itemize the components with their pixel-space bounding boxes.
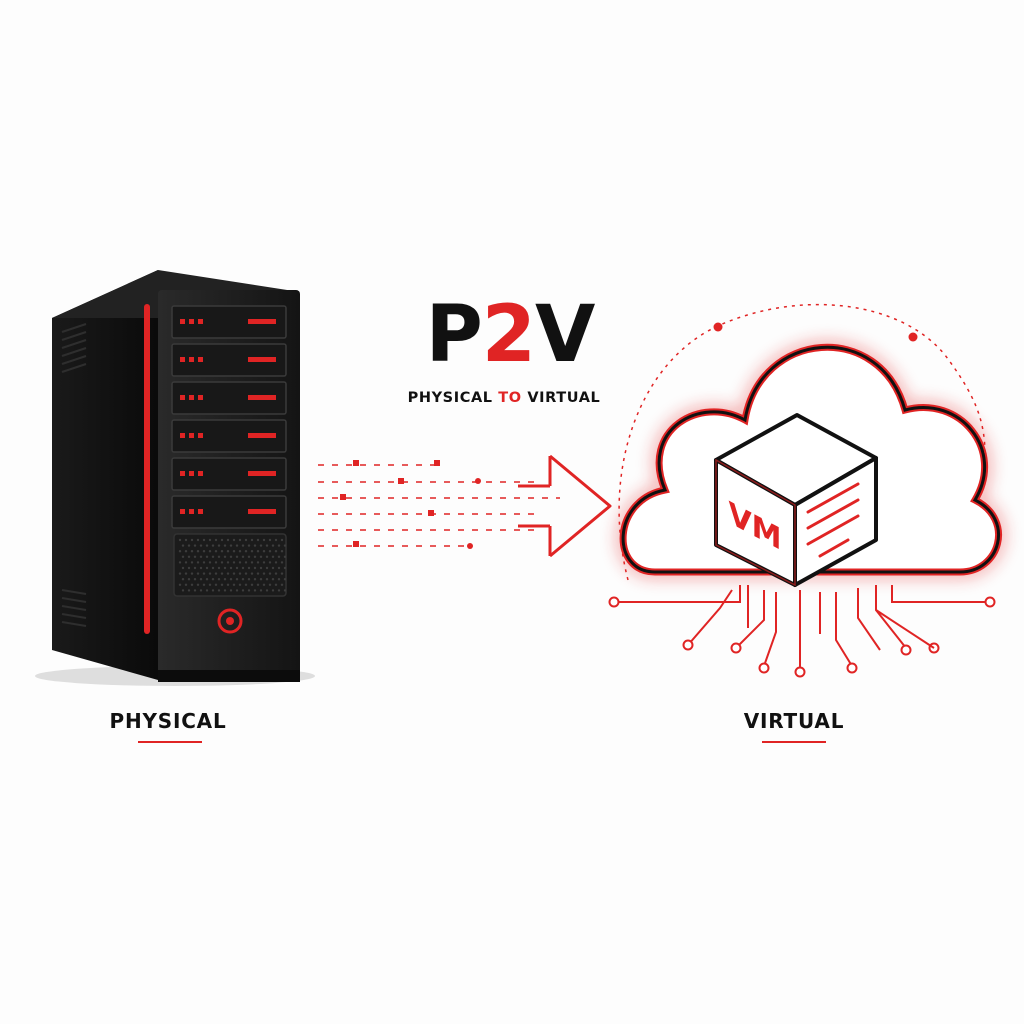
power-button-icon — [217, 608, 243, 634]
status-led — [189, 357, 194, 362]
status-led — [198, 319, 203, 324]
server-tower-icon — [35, 270, 315, 686]
server-accent-strip — [144, 304, 150, 634]
status-led — [189, 319, 194, 324]
status-led — [180, 319, 185, 324]
vm-list-lines — [806, 482, 860, 558]
status-led — [189, 395, 194, 400]
status-led — [189, 433, 194, 438]
subtitle-after: VIRTUAL — [521, 390, 601, 406]
status-led — [198, 395, 203, 400]
orbit-arc — [618, 303, 986, 581]
drive-bays — [171, 305, 287, 529]
title-suffix: V — [535, 290, 595, 380]
data-transfer-stream — [318, 454, 612, 558]
virtual-label: VIRTUAL — [743, 709, 845, 733]
status-led — [189, 471, 194, 476]
drive-bay — [171, 457, 287, 491]
physical-label: PHYSICAL — [109, 709, 227, 733]
activity-bar — [248, 471, 276, 476]
server-side-panel — [52, 270, 158, 680]
diagram-subtitle: PHYSICAL TO VIRTUAL — [380, 390, 628, 406]
status-led — [198, 357, 203, 362]
status-led — [180, 433, 185, 438]
activity-bar — [248, 357, 276, 362]
status-led — [180, 509, 185, 514]
title-accent: 2 — [481, 290, 536, 380]
physical-underline — [138, 741, 202, 743]
status-led — [180, 471, 185, 476]
status-led — [198, 509, 203, 514]
status-led — [198, 471, 203, 476]
server-grill — [173, 533, 287, 597]
drive-bay — [171, 495, 287, 529]
drive-bay — [171, 343, 287, 377]
circuit-lines — [614, 585, 990, 668]
side-vent-top — [61, 323, 87, 373]
status-led — [180, 395, 185, 400]
status-led — [198, 433, 203, 438]
virtual-underline — [762, 741, 826, 743]
grill-mesh — [178, 538, 287, 592]
side-vent-bottom — [61, 589, 87, 627]
activity-bar — [248, 433, 276, 438]
diagram-title: P2V — [400, 296, 620, 374]
drive-bay — [171, 381, 287, 415]
arrow-right-icon — [548, 454, 612, 558]
subtitle-before: PHYSICAL — [407, 390, 499, 406]
title-prefix: P — [425, 290, 483, 380]
status-led — [180, 357, 185, 362]
subtitle-accent: TO — [498, 390, 522, 406]
activity-bar — [248, 509, 276, 514]
vm-cube-icon: VM — [714, 413, 878, 587]
drive-bay — [171, 305, 287, 339]
server-base — [158, 670, 300, 682]
status-led — [189, 509, 194, 514]
activity-bar — [248, 395, 276, 400]
power-button-core — [226, 617, 234, 625]
drive-bay — [171, 419, 287, 453]
activity-bar — [248, 319, 276, 324]
